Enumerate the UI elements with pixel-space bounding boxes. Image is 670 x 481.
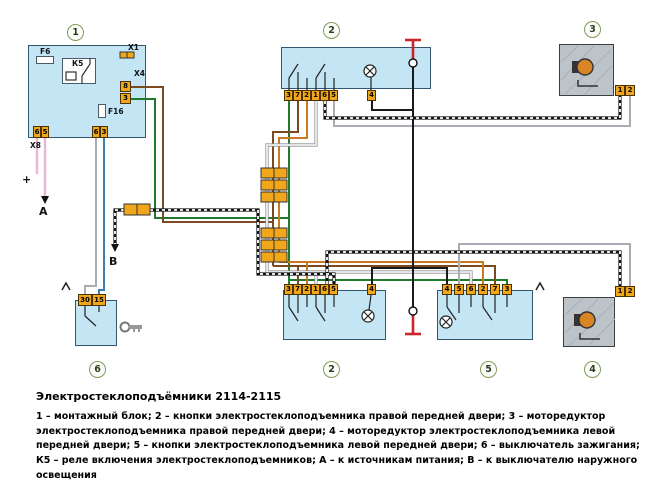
switch-bottom-pin: 4 <box>367 284 376 295</box>
connector-x4-label: X4 <box>134 69 146 78</box>
switch-block-right-door <box>281 47 431 89</box>
ignition-switch-block <box>75 300 117 346</box>
callout-motor-left: 4 <box>584 361 601 378</box>
switch-left-door-pin: 6 <box>466 284 476 295</box>
fuse-f16-box <box>98 104 106 118</box>
continuation-chevrons <box>61 281 545 291</box>
switch-bottom-pin: 5 <box>329 284 338 295</box>
hatched-wires <box>113 96 622 286</box>
block1-x4-pin: 8 <box>120 81 131 92</box>
ignition-pin: 30 <box>78 294 92 306</box>
switch-bottom-pin: 2 <box>302 284 311 295</box>
motor-right-pin: 2 <box>625 85 635 96</box>
connector-x8-label: X8 <box>30 141 42 150</box>
motor-right-pin: 1 <box>615 85 625 96</box>
plus-marker: + <box>22 173 32 186</box>
power-source-marker-a: А <box>39 205 48 218</box>
block1-pin: 6 <box>33 126 41 138</box>
callout-ignition: 6 <box>89 361 106 378</box>
switch-top-pin: 6 <box>320 90 329 101</box>
fuse-f6-label: F6 <box>40 47 51 56</box>
switch-bottom-pin: 7 <box>293 284 302 295</box>
switch-top-pin: 7 <box>293 90 302 101</box>
blue-wires <box>98 138 105 294</box>
relay-k5-label: К5 <box>72 59 84 68</box>
pink-wires <box>35 138 47 196</box>
white-wires <box>265 101 473 284</box>
callout-switch-right-bottom: 2 <box>323 361 340 378</box>
wire-layer <box>35 38 631 347</box>
switch-top-pin: 5 <box>329 90 338 101</box>
black-wires <box>371 67 448 307</box>
switch-left-door-pin: 2 <box>478 284 488 295</box>
switch-bottom-pin: 3 <box>284 284 293 295</box>
switch-bottom-pin: 6 <box>320 284 329 295</box>
callout-mounting-block: 1 <box>67 24 84 41</box>
callout-motor-right: 3 <box>584 21 601 38</box>
harness-connectors <box>119 51 288 263</box>
connector-x1-label: X1 <box>128 43 140 52</box>
motor-left-pin: 1 <box>615 286 625 297</box>
block1-pin: 6 <box>92 126 100 138</box>
switch-top-pin: 1 <box>311 90 320 101</box>
gray-wires <box>84 96 631 294</box>
callout-switch-left: 5 <box>480 361 497 378</box>
relay-internals <box>65 58 91 84</box>
block1-pin: 5 <box>41 126 49 138</box>
block1-pin: 3 <box>100 126 108 138</box>
orange-wires <box>278 101 484 284</box>
fuse-f16-label: F16 <box>108 107 124 116</box>
fuse-f6-box <box>36 56 54 64</box>
ignition-pin: 15 <box>92 294 106 306</box>
callout-switch-right-top: 2 <box>323 22 340 39</box>
switch-left-door-pin: 4 <box>442 284 452 295</box>
power-taps <box>405 38 421 336</box>
switch-top-pin: 3 <box>284 90 293 101</box>
switch-contact-symbols <box>84 63 508 327</box>
diagram-legend: 1 – монтажный блок; 2 – кнопки электрост… <box>36 411 640 481</box>
key-icon <box>119 321 142 333</box>
direction-arrows <box>41 196 119 252</box>
block1-x4-pin: 3 <box>120 93 131 104</box>
motor-symbols <box>560 44 616 347</box>
lamp-symbols <box>361 64 453 329</box>
motor-left-pin: 2 <box>625 286 635 297</box>
switch-top-pin: 2 <box>302 90 311 101</box>
exterior-light-marker-b: В <box>109 255 118 268</box>
switch-left-door-pin: 7 <box>490 284 500 295</box>
switch-left-door-pin: 5 <box>454 284 464 295</box>
switch-left-door-pin: 3 <box>502 284 512 295</box>
diagram-title: Электростеклоподъёмники 2114-2115 <box>36 390 282 403</box>
switch-bottom-pin: 1 <box>311 284 320 295</box>
switch-top-pin: 4 <box>367 90 376 101</box>
